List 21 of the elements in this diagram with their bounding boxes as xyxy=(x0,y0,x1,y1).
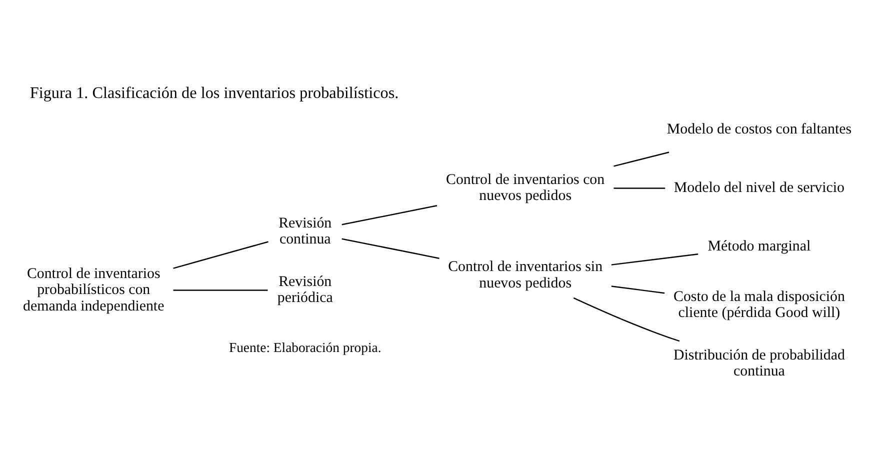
connector xyxy=(611,252,698,265)
caption: Fuente: Elaboración propia. xyxy=(229,340,382,355)
node-text: Costo de la mala disposición cliente (pérdida Good will) xyxy=(674,288,845,321)
node-text: Revisión continua xyxy=(278,215,332,248)
node-text: Control de inventarios con nuevos pedidos xyxy=(446,171,605,204)
connector xyxy=(614,151,670,166)
node-text: Control de inventarios sin nuevos pedidos xyxy=(448,258,603,291)
connector xyxy=(573,296,680,342)
diagram-title: Figura 1. Clasificación de los inventarios probabilísticos. xyxy=(30,84,399,102)
connector xyxy=(342,204,438,225)
node-text: Modelo de costos con faltantes xyxy=(666,121,852,138)
connector xyxy=(173,240,268,268)
node-text: Revisión periódica xyxy=(277,274,333,306)
connector xyxy=(342,238,440,258)
connector xyxy=(614,187,666,188)
connector xyxy=(611,285,665,294)
node-text: Control de inventarios probabilísticos con demanda independiente xyxy=(23,265,164,314)
node-text: Distribución de probabilidad continua xyxy=(674,346,845,380)
node-text: Modelo del nivel de servicio xyxy=(674,180,844,196)
connector xyxy=(173,289,268,290)
node-text: Método marginal xyxy=(708,238,811,254)
